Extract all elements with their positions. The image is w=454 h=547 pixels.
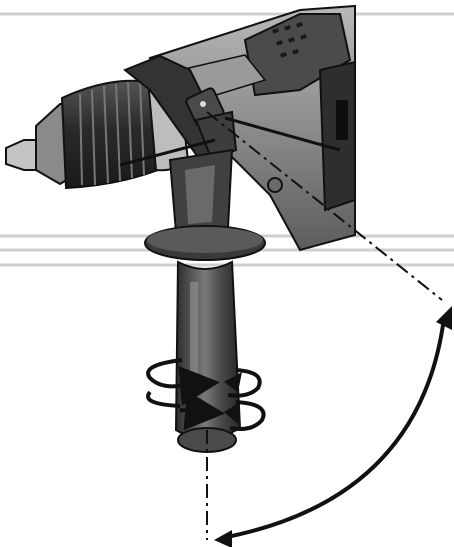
rotate-handle-arrows-icon (146, 358, 266, 431)
swing-angle-arrow-icon (214, 306, 452, 547)
drill-body-icon (148, 4, 356, 252)
side-handle-clamp (119, 54, 341, 167)
side-handle-icon (144, 148, 266, 453)
axis-center-lines (206, 111, 443, 540)
rotate-arrow-heads (224, 372, 242, 424)
